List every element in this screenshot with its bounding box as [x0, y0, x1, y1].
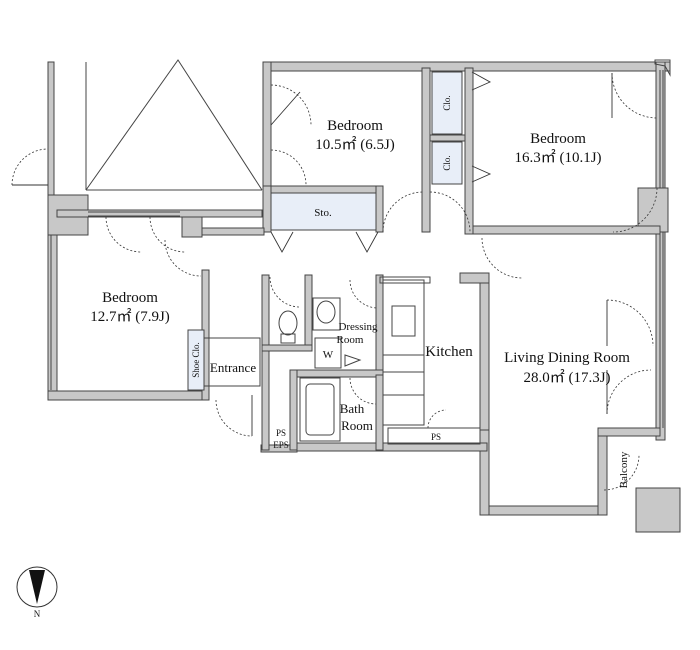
ldk-area: 28.0㎡ (17.3J)	[523, 369, 610, 386]
ps-eps-label-2: EPS	[273, 440, 289, 450]
balcony-top-left	[85, 59, 263, 191]
north-compass-icon: N	[16, 566, 58, 619]
storage-label: Sto.	[314, 207, 332, 219]
bathtub	[299, 377, 341, 442]
storage-box	[270, 192, 377, 231]
shoe-closet-label: Shoe Clo.	[191, 342, 201, 378]
interior-walls	[56, 67, 661, 451]
ldk-name: Living Dining Room	[504, 350, 630, 366]
toilet	[278, 310, 298, 336]
balcony-label: Balcony	[618, 451, 630, 488]
ps-label: PS	[431, 432, 441, 442]
closet-upper	[431, 71, 463, 135]
dressing-line2: Room	[337, 334, 364, 346]
closet-upper-label: Clo.	[442, 95, 452, 110]
ps-eps-label-1: PS	[276, 428, 286, 438]
ps-box	[387, 427, 481, 445]
room-labels: Bedroom 10.5㎡ (6.5J) Bedroom 16.3㎡ (10.1…	[90, 118, 630, 433]
washbasin	[316, 300, 336, 324]
storage-units	[187, 71, 463, 391]
fixtures	[203, 276, 481, 445]
bath-line2: Room	[341, 418, 373, 433]
bedroom-top-area: 10.5㎡ (6.5J)	[315, 136, 395, 153]
bedroom-right-area: 16.3㎡ (10.1J)	[514, 149, 601, 166]
bedroom-left-name: Bedroom	[102, 290, 158, 306]
bedroom-left-area: 12.7㎡ (7.9J)	[90, 308, 170, 325]
doors	[11, 71, 658, 491]
kitchen-name: Kitchen	[425, 344, 473, 360]
dressing-line1: Dressing	[338, 321, 378, 333]
closet-lower	[431, 141, 463, 185]
washer-box	[314, 337, 342, 369]
bedroom-right-name: Bedroom	[530, 131, 586, 147]
pillars	[47, 187, 681, 533]
bedroom-top-name: Bedroom	[327, 118, 383, 134]
compass-north-label: N	[34, 609, 41, 619]
windows	[50, 59, 671, 428]
entrance-name: Entrance	[210, 360, 256, 375]
bath-line1: Bath	[340, 401, 365, 416]
small-labels: Sto. Clo. Clo. Shoe Clo. W PS PS EPS Bal…	[191, 95, 630, 488]
kitchen-counter	[382, 279, 425, 426]
closet-lower-label: Clo.	[442, 155, 452, 170]
washer-label: W	[323, 349, 334, 361]
